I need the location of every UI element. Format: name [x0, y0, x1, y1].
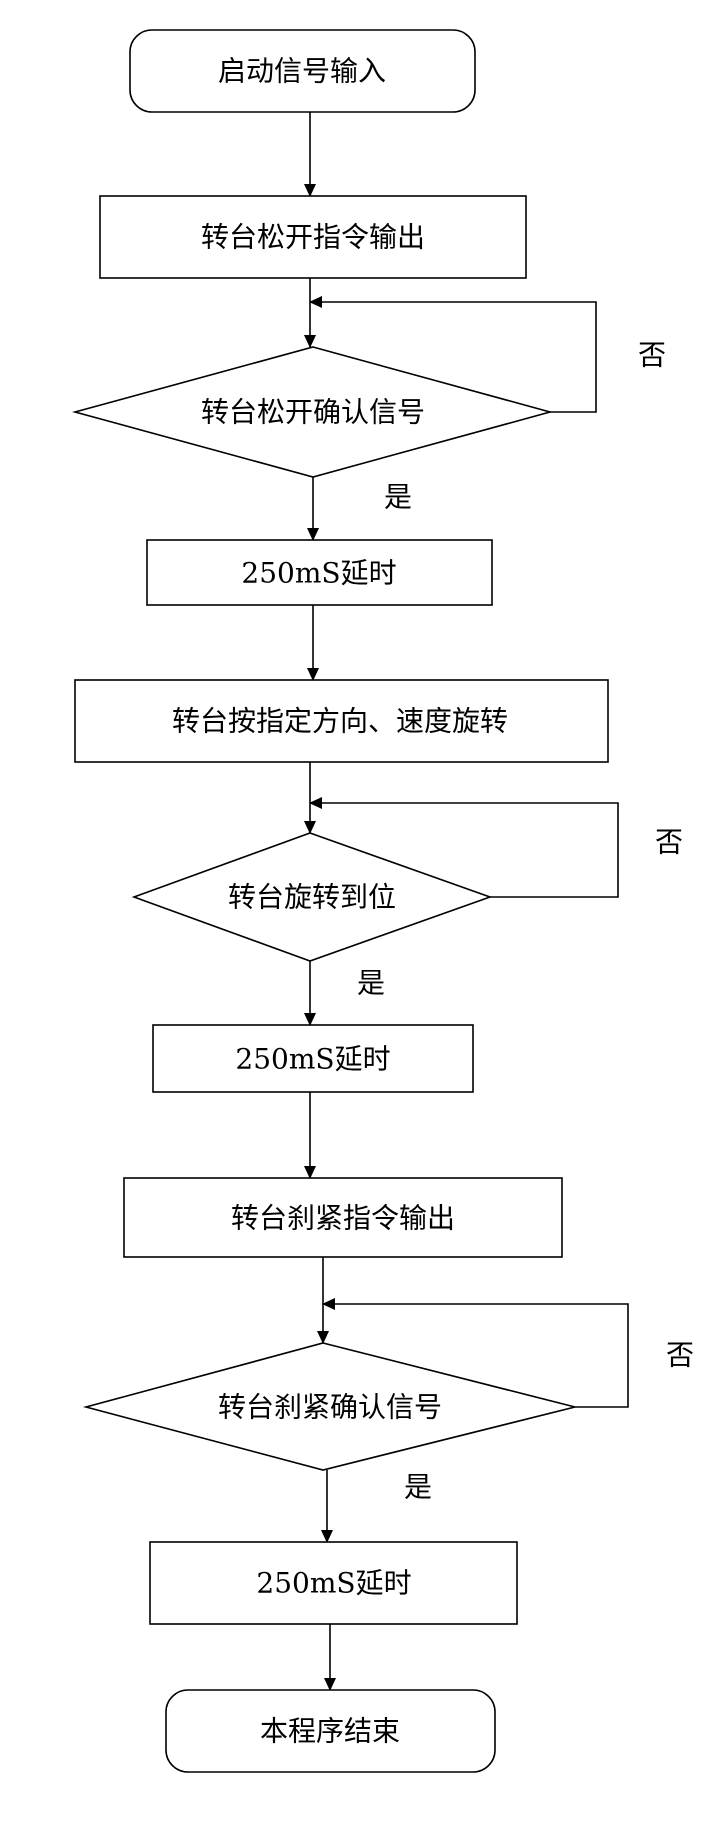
branch-label-no-2: 否 [655, 826, 683, 859]
node-rotate: 转台按指定方向、速度旋转 [74, 679, 609, 763]
node-brake-confirm-label: 转台刹紧确认信号 [218, 1391, 442, 1424]
node-delay-2-label: 250mS延时 [235, 1043, 390, 1076]
node-release-confirm-label: 转台松开确认信号 [201, 396, 425, 429]
node-rotate-label: 转台按指定方向、速度旋转 [172, 705, 508, 738]
node-delay-1-label: 250mS延时 [241, 557, 396, 590]
node-delay-1: 250mS延时 [146, 539, 493, 606]
branch-label-no-1: 否 [638, 339, 666, 372]
branch-label-yes-2: 是 [357, 967, 385, 1000]
node-rotate-done: 转台旋转到位 [131, 832, 493, 962]
node-end-label: 本程序结束 [260, 1715, 400, 1748]
node-start-label: 启动信号输入 [218, 55, 386, 88]
node-rotate-done-label: 转台旋转到位 [228, 881, 396, 914]
node-delay-3-label: 250mS延时 [256, 1567, 411, 1600]
branch-label-no-3: 否 [666, 1339, 694, 1372]
node-release-command: 转台松开指令输出 [99, 195, 527, 279]
branch-label-yes-1: 是 [384, 481, 412, 514]
node-end: 本程序结束 [165, 1689, 496, 1773]
connector-rotate-done-no-loop [309, 797, 619, 898]
branch-label-yes-3: 是 [404, 1471, 432, 1504]
node-release-confirm: 转台松开确认信号 [71, 346, 554, 478]
node-delay-3: 250mS延时 [149, 1541, 518, 1625]
connector-brake-confirm-no-loop [322, 1298, 629, 1408]
node-release-command-label: 转台松开指令输出 [201, 221, 425, 254]
node-brake-command: 转台刹紧指令输出 [123, 1177, 563, 1258]
node-delay-2: 250mS延时 [152, 1024, 474, 1093]
connector-release-confirm-no-loop [309, 296, 597, 413]
node-brake-confirm: 转台刹紧确认信号 [82, 1342, 576, 1471]
node-brake-command-label: 转台刹紧指令输出 [231, 1202, 455, 1235]
node-start: 启动信号输入 [129, 29, 476, 113]
